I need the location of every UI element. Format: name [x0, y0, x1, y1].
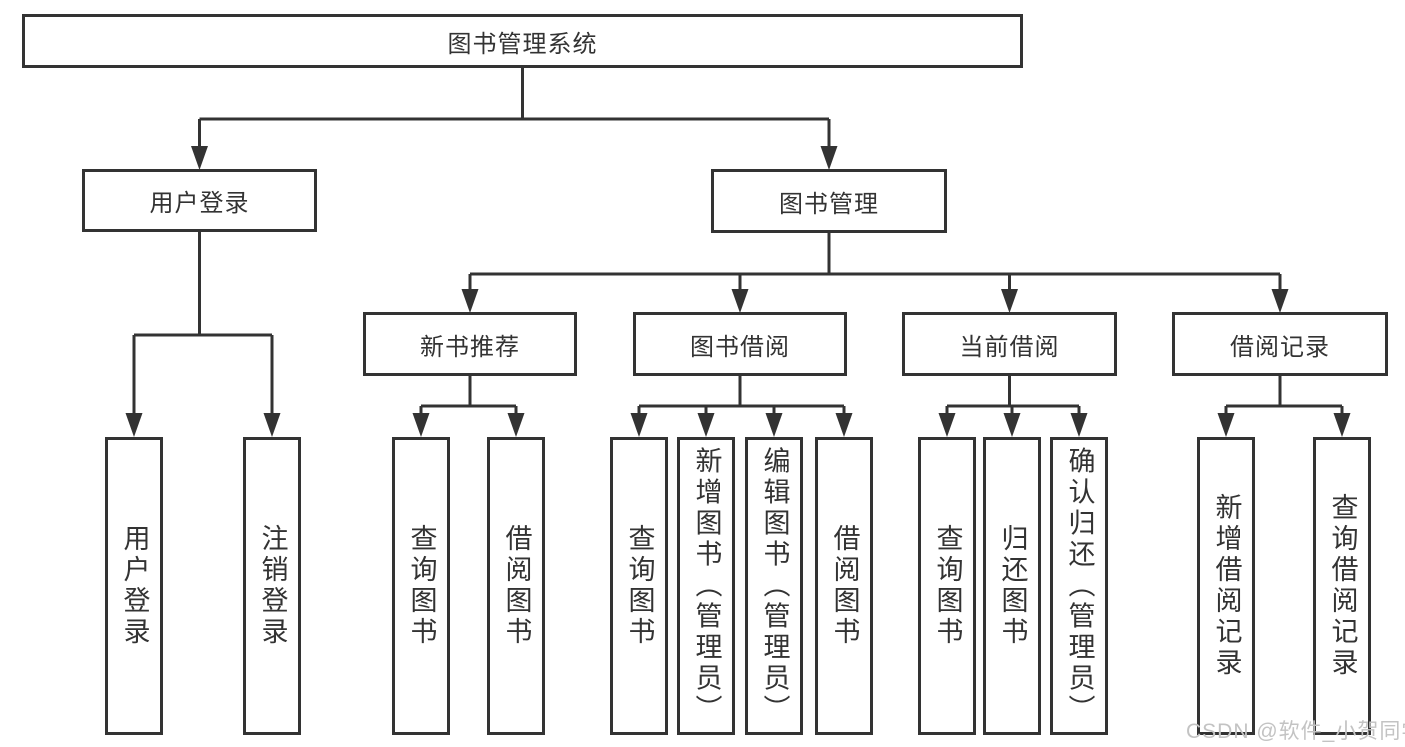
node-new-book-rec: 新书推荐 [363, 312, 577, 376]
leaf-record-add-label: 新增借阅记录 [1211, 493, 1242, 679]
leaf-login-user-label: 用户登录 [119, 524, 150, 648]
leaf-borrow-add-label: 新增图书（管理员） [691, 446, 722, 726]
csdn-watermark: CSDN @软件_小贺同学 [1186, 720, 1405, 743]
leaf-rec-borrow-label: 借阅图书 [501, 524, 532, 648]
leaf-borrow-borrow: 借阅图书 [815, 437, 873, 735]
node-borrow-record: 借阅记录 [1172, 312, 1388, 376]
node-borrow-record-label: 借阅记录 [1230, 333, 1330, 361]
leaf-cur-return: 归还图书 [983, 437, 1041, 735]
node-user-login: 用户登录 [82, 169, 317, 232]
connector-record-to-leaves [1217, 375, 1351, 437]
connector-newrec-to-leaves [412, 375, 525, 437]
connector-borrow-to-leaves [630, 375, 853, 437]
leaf-login-logout: 注销登录 [243, 437, 301, 735]
node-book-borrow-label: 图书借阅 [690, 333, 790, 361]
leaf-cur-confirm: 确认归还（管理员） [1050, 437, 1108, 735]
leaf-cur-confirm-label: 确认归还（管理员） [1064, 446, 1095, 726]
node-new-book-rec-label: 新书推荐 [420, 333, 520, 361]
connector-root-to-level1 [191, 66, 838, 170]
connector-userlogin-to-leaves [125, 231, 281, 437]
leaf-rec-query: 查询图书 [392, 437, 450, 735]
leaf-cur-return-label: 归还图书 [997, 524, 1028, 648]
leaf-cur-query: 查询图书 [918, 437, 976, 735]
connector-bookmgmt-to-level2 [461, 232, 1289, 313]
leaf-record-query: 查询借阅记录 [1313, 437, 1371, 735]
leaf-borrow-edit: 编辑图书（管理员） [745, 437, 803, 735]
node-book-mgmt-label: 图书管理 [779, 190, 879, 218]
node-book-borrow: 图书借阅 [633, 312, 847, 376]
leaf-record-add: 新增借阅记录 [1197, 437, 1255, 735]
connector-current-to-leaves [938, 375, 1088, 437]
leaf-login-user: 用户登录 [105, 437, 163, 735]
leaf-borrow-borrow-label: 借阅图书 [829, 524, 860, 648]
node-book-mgmt: 图书管理 [711, 169, 947, 233]
node-current-borrow: 当前借阅 [902, 312, 1117, 376]
leaf-borrow-add: 新增图书（管理员） [677, 437, 735, 735]
leaf-borrow-edit-label: 编辑图书（管理员） [759, 446, 790, 726]
leaf-rec-query-label: 查询图书 [406, 524, 437, 648]
node-current-borrow-label: 当前借阅 [959, 333, 1060, 361]
leaf-rec-borrow: 借阅图书 [487, 437, 545, 735]
leaf-borrow-query: 查询图书 [610, 437, 668, 735]
leaf-borrow-query-label: 查询图书 [624, 524, 655, 648]
node-root-label: 图书管理系统 [447, 30, 598, 58]
node-user-login-label: 用户登录 [149, 190, 250, 217]
leaf-record-query-label: 查询借阅记录 [1327, 493, 1358, 679]
leaf-cur-query-label: 查询图书 [932, 524, 963, 648]
leaf-login-logout-label: 注销登录 [257, 524, 288, 648]
node-root: 图书管理系统 [22, 14, 1023, 68]
